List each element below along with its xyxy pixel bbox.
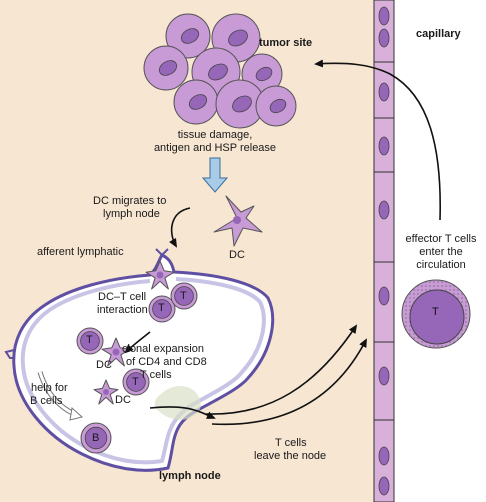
cell-letter-t-1: T: [158, 302, 165, 314]
dendritic-cell-nucleus: [112, 348, 120, 356]
leave-arrow-1: [149, 406, 216, 419]
lymph-node-cells: [76, 260, 198, 454]
release-arrow: [201, 157, 229, 193]
endothelial-nucleus: [378, 366, 390, 386]
migrating-dc: [213, 195, 263, 247]
label-tissue-damage-1: tissue damage,: [177, 129, 253, 141]
endothelial-nucleus: [378, 82, 390, 102]
label-help-1: help for: [31, 382, 68, 394]
t-cell-nucleus: [174, 286, 194, 306]
label-dc-migrates-1: DC migrates to: [93, 195, 167, 207]
label-capillary: capillary: [416, 28, 461, 40]
tumor-cell-nucleus: [188, 94, 208, 110]
cell-letter-b: B: [92, 432, 100, 444]
t-cell-nucleus: [152, 299, 172, 319]
label-effector-1: effector T cells: [405, 233, 477, 245]
tumor-cell-nucleus: [269, 98, 287, 114]
tumor-cell-nucleus: [158, 60, 178, 76]
label-tumor-site: tumor site: [259, 37, 313, 49]
label-dc: DC: [229, 249, 245, 261]
tumor-cells: [143, 13, 297, 129]
leave-arrow-3: [211, 338, 367, 426]
dendritic-cell-nucleus: [156, 271, 164, 279]
label-dct-1: DC–T cell: [98, 291, 147, 303]
label-help-2: B cells: [30, 395, 63, 407]
label-clonal-2: of CD4 and CD8: [126, 356, 207, 368]
tumor-cell-nucleus: [208, 63, 228, 81]
capillary-lumen: [394, 0, 486, 502]
label-lymph-node: lymph node: [159, 470, 221, 482]
tumor-cell-nucleus: [255, 66, 273, 82]
dendritic-cell-nucleus: [103, 389, 109, 395]
capillary-wall: [373, 0, 395, 502]
cell-letter-t-4: T: [132, 376, 139, 388]
label-dct-2: interaction: [97, 304, 148, 316]
cell-letter-t-effector: T: [432, 306, 439, 318]
label-tcells-leave-1: T cells: [275, 437, 307, 449]
label-afferent: afferent lymphatic: [37, 246, 124, 258]
tumor-cell-nucleus: [232, 95, 252, 113]
endothelial-nucleus: [378, 286, 390, 306]
endothelial-nucleus: [378, 476, 390, 496]
endothelial-nucleus: [378, 6, 390, 26]
leave-arrow-2: [205, 324, 358, 415]
cell-letter-dc-2: DC: [115, 394, 131, 406]
label-tissue-damage-2: antigen and HSP release: [153, 142, 277, 154]
t-cell-nucleus: [84, 426, 108, 450]
circulation-arrow: [314, 59, 442, 221]
label-clonal-3: T cells: [140, 369, 172, 381]
effector-t-cell: [401, 279, 471, 349]
t-cell-nucleus: [126, 372, 146, 392]
tumor-cell-nucleus: [180, 28, 200, 44]
label-clonal-1: clonal expansion: [122, 343, 204, 355]
endothelial-nucleus: [378, 200, 390, 220]
cell-letter-dc-1: DC: [96, 359, 112, 371]
t-cell-nucleus: [80, 331, 100, 351]
endothelial-nucleus: [378, 28, 390, 48]
label-effector-3: circulation: [416, 259, 466, 271]
tumor-cell-nucleus: [228, 29, 248, 47]
migrate-arrow: [169, 207, 191, 248]
label-tcells-leave-2: leave the node: [254, 450, 327, 462]
label-effector-2: enter the: [419, 246, 463, 258]
cell-letter-t-3: T: [86, 334, 93, 346]
endothelial-nucleus: [378, 446, 390, 466]
interaction-arrow: [124, 331, 151, 354]
label-dc-migrates-2: lymph node: [103, 208, 160, 220]
endothelial-nucleus: [378, 136, 390, 156]
cell-letter-t-2: T: [180, 290, 187, 302]
